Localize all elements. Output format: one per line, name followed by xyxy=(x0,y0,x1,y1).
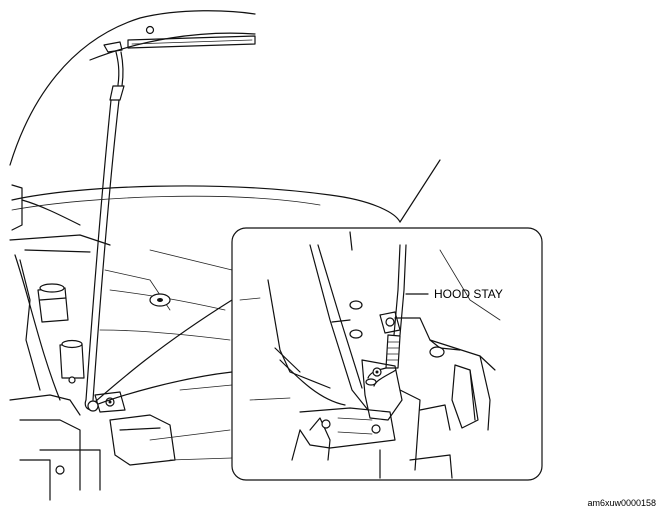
reservoir-cap xyxy=(39,283,65,293)
holder-point xyxy=(87,400,99,412)
hood-panel xyxy=(9,10,256,166)
cowl-line xyxy=(11,159,441,223)
figure-code: am6xuw0000158 xyxy=(587,498,656,508)
hood-stay-label: HOOD STAY xyxy=(434,287,503,301)
detail-inset: HOOD STAY xyxy=(231,227,543,481)
fender-structure xyxy=(9,184,233,501)
callout-wedge xyxy=(87,299,233,412)
callout-leader-top xyxy=(399,159,441,223)
hood-clip-icon xyxy=(145,25,155,35)
hood-stay-rod xyxy=(84,41,125,411)
